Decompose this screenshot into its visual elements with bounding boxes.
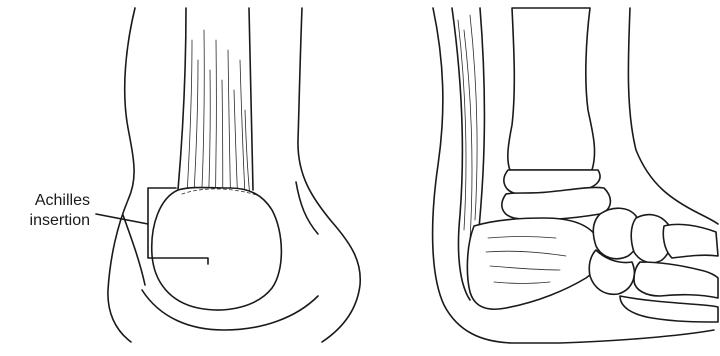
lateral-front-outline [628,8,718,224]
posterior-leg-outline [108,8,135,342]
callout-line-1: Achilles [4,191,90,211]
lateral-malleolus [296,182,318,234]
metatarsal-2 [634,262,718,298]
metatarsal-3 [620,296,718,322]
callout-line-2: insertion [4,211,90,231]
tibia [508,8,595,170]
achilles-tendon [178,8,253,190]
calcaneus-posterior [152,188,282,310]
lateral-foot-view [433,8,718,343]
metatarsal-1 [663,224,718,258]
talus [502,187,611,219]
achilles-insertion-label: Achilles insertion [4,191,90,231]
medial-malleolus [123,215,145,285]
posterior-leg-outline-right [298,8,360,342]
posterior-heel-view [96,8,360,342]
calcaneus-lateral [467,218,600,309]
